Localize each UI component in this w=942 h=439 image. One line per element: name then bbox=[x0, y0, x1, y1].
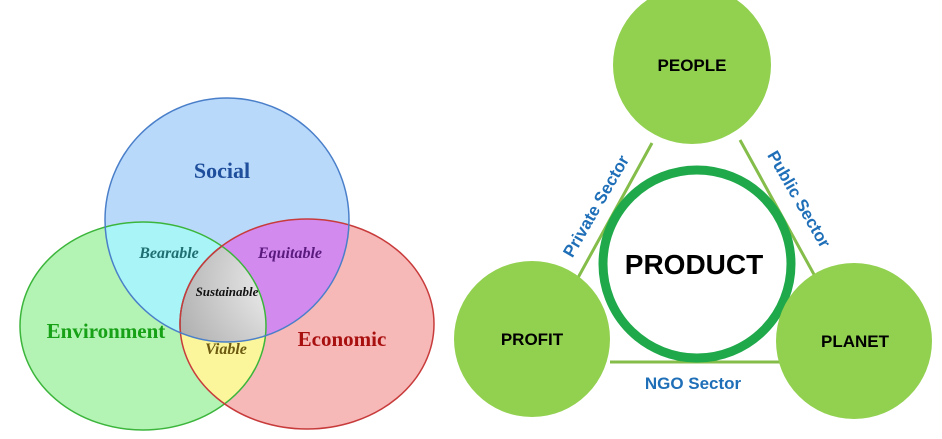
label-environment: Environment bbox=[47, 319, 166, 343]
label-social: Social bbox=[194, 158, 250, 183]
node-planet-label: PLANET bbox=[821, 332, 890, 351]
label-bearable: Bearable bbox=[138, 245, 199, 262]
label-sustainable: Sustainable bbox=[196, 284, 259, 299]
node-people bbox=[613, 0, 771, 144]
node-profit bbox=[454, 261, 610, 417]
label-economic: Economic bbox=[298, 327, 387, 351]
node-planet bbox=[776, 263, 932, 419]
node-people-label: PEOPLE bbox=[658, 56, 727, 75]
product-ring bbox=[598, 165, 796, 363]
label-viable: Viable bbox=[205, 341, 247, 358]
edge-label-ngo-sector: NGO Sector bbox=[645, 374, 742, 393]
node-profit-label: PROFIT bbox=[501, 330, 564, 349]
product-label: PRODUCT bbox=[625, 249, 763, 280]
triangle-diagram: PRODUCT PEOPLE PROFIT PLANET Private Sec… bbox=[454, 0, 932, 419]
venn-diagram: Social Environment Economic Bearable Equ… bbox=[19, 97, 435, 431]
label-equitable: Equitable bbox=[257, 245, 322, 262]
